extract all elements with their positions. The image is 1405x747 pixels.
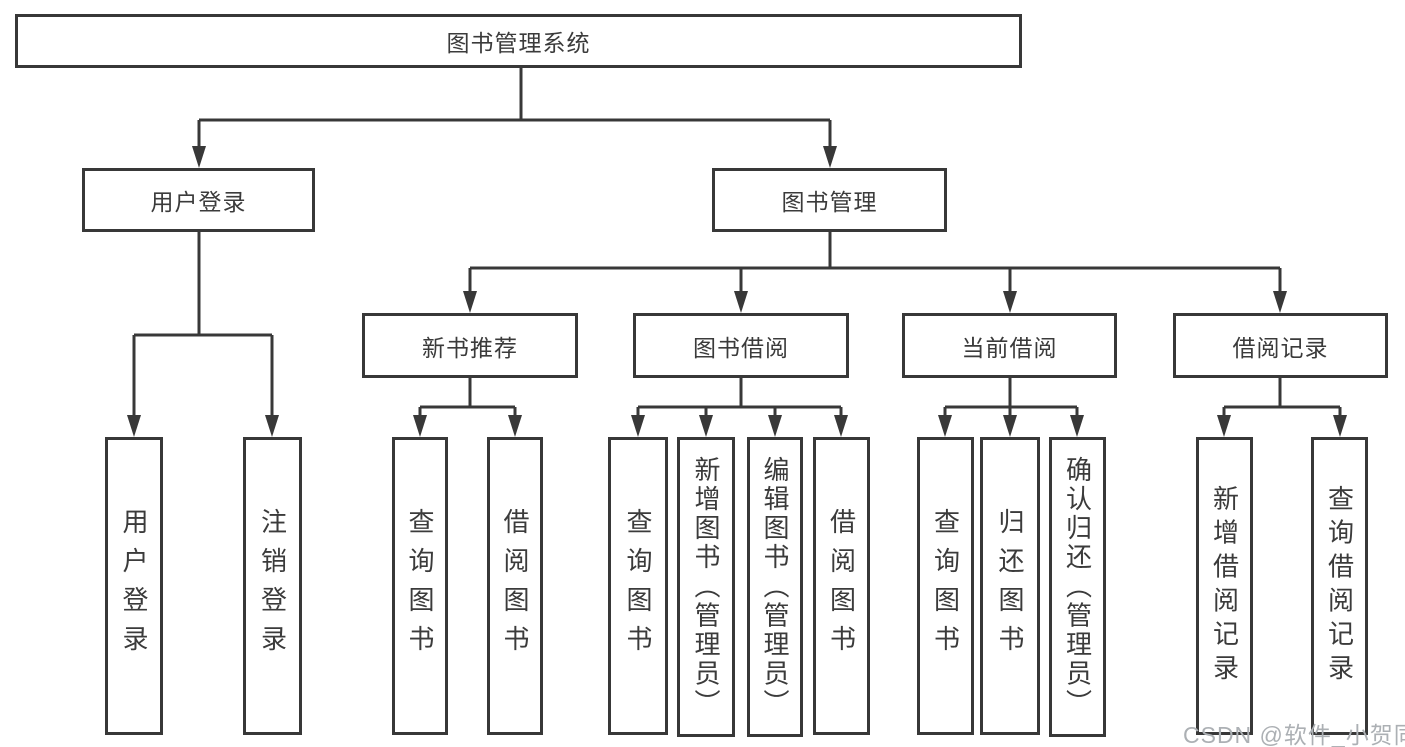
leaf-add-borrow-record: 新增借阅记录: [1196, 437, 1253, 735]
leaf-return-book: 归还图书: [980, 437, 1040, 735]
leaf-add-book-admin: 新增图书（管理员）: [677, 437, 735, 737]
leaf-query-books-borrow-label: 查询图书: [623, 508, 653, 664]
leaf-confirm-return-admin: 确认归还（管理员）: [1049, 437, 1106, 737]
node-new-book-recommend: 新书推荐: [362, 313, 578, 378]
connector-book-management-to-level3: [468, 232, 1282, 292]
leaf-query-books-current: 查询图书: [917, 437, 974, 735]
leaf-borrow-books-borrow-label: 借阅图书: [826, 508, 857, 664]
leaf-add-book-admin-label: 新增图书（管理员）: [691, 455, 721, 719]
arrowheads: [127, 146, 1347, 437]
node-borrow-records: 借阅记录: [1173, 313, 1388, 378]
leaf-query-books-current-label: 查询图书: [930, 508, 961, 664]
leaf-query-books-recommend-label: 查询图书: [405, 508, 435, 664]
leaf-borrow-books-recommend: 借阅图书: [487, 437, 543, 735]
leaf-return-book-label: 归还图书: [995, 508, 1025, 664]
leaf-edit-book-admin-label: 编辑图书（管理员）: [760, 455, 790, 719]
leaf-user-login: 用户登录: [105, 437, 163, 735]
connector-borrow-records-to-leaves: [1222, 378, 1342, 416]
leaf-logout-login: 注销登录: [243, 437, 302, 735]
connector-book-borrow-to-leaves: [636, 378, 843, 416]
node-user-login: 用户登录: [82, 168, 315, 232]
csdn-watermark: CSDN @软件_小贺同学: [1183, 722, 1405, 747]
leaf-add-borrow-record-label: 新增借阅记录: [1209, 484, 1240, 688]
node-book-management: 图书管理: [712, 168, 947, 232]
connector-root-to-level2: [197, 68, 832, 147]
leaf-query-books-recommend: 查询图书: [392, 437, 448, 735]
node-book-borrow: 图书借阅: [633, 313, 849, 378]
connector-current-borrow-to-leaves: [943, 378, 1079, 416]
leaf-query-books-borrow: 查询图书: [608, 437, 668, 735]
leaf-logout-login-label: 注销登录: [257, 508, 288, 664]
leaf-borrow-books-recommend-label: 借阅图书: [500, 508, 530, 664]
leaf-borrow-books-borrow: 借阅图书: [813, 437, 870, 735]
connector-user-login-to-leaves: [132, 232, 274, 416]
leaf-edit-book-admin: 编辑图书（管理员）: [747, 437, 803, 737]
node-current-borrow: 当前借阅: [902, 313, 1117, 378]
connector-new-book-to-leaves: [418, 378, 517, 416]
leaf-user-login-label: 用户登录: [119, 508, 149, 664]
leaf-confirm-return-admin-label: 确认归还（管理员）: [1062, 455, 1093, 719]
leaf-query-borrow-record: 查询借阅记录: [1311, 437, 1368, 735]
leaf-query-borrow-record-label: 查询借阅记录: [1324, 484, 1355, 688]
node-root: 图书管理系统: [15, 14, 1022, 68]
